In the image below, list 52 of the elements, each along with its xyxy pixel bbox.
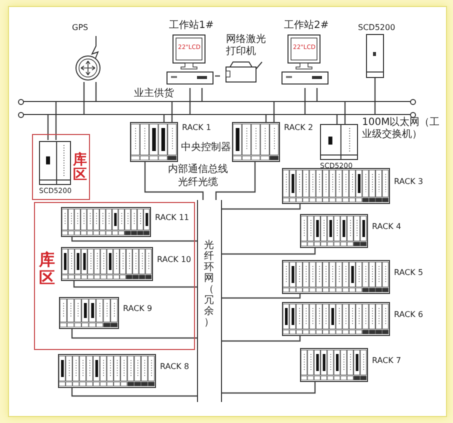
connector-line [47,114,49,140]
connector-line [222,204,301,210]
connector-line [222,382,316,394]
rack-label: RACK 10 [157,256,192,264]
rack-label: RACK 2 [284,124,314,132]
connector-line [316,88,318,102]
node-label: 工作站2# [284,20,329,32]
ring-label: 光纤环网（冗余） [204,240,214,328]
bus-label: 业主供货 [134,88,174,100]
zone-frame [32,134,90,200]
node-label: 工作站1# [169,20,214,32]
rack-label: RACK 5 [394,269,424,277]
rack-label: RACK 11 [155,214,190,222]
zone-frame [34,202,195,350]
connector-line [189,88,191,114]
text-label: 内部通信总线 [168,164,228,175]
connector-line [55,102,57,140]
connector-line [222,336,301,342]
rack-label: RACK 7 [372,357,402,365]
text-label: 光纤光缆 [178,177,218,188]
connector-line [83,82,85,114]
node-label: SCD5200 [358,24,396,32]
connector-line [344,102,346,124]
rack-label: RACK 6 [394,311,424,319]
rack-label: RACK 1 [182,124,212,132]
connector-line [222,294,301,299]
zone-label: 库区 [73,153,87,184]
connector-line [304,88,306,114]
connector-line [71,236,197,242]
zone-label: 库区 [39,251,55,286]
connector-line [273,102,275,122]
node-label: GPS [72,24,88,32]
connector-line [71,388,197,397]
rack-label: RACK 9 [123,305,152,313]
rack-label: RACK 8 [160,363,190,371]
rack-label: RACK 4 [372,223,402,231]
connector-line [95,82,97,102]
connector-line [201,88,203,102]
rack-label: RACK 3 [394,178,424,186]
connector-line [171,102,173,122]
connector-line [73,280,197,288]
node-label: 网络激光打印机 [226,34,267,57]
connector-line [144,162,204,200]
connector-line [336,114,338,124]
bus-label: 100M以太网（工业级交换机） [362,117,440,140]
connector-line [71,328,197,339]
connector-line [222,248,316,255]
connector-line [374,78,376,114]
connector-line [215,75,220,77]
connector-line [215,162,256,200]
text-label: 中央控制器 [181,142,231,153]
fiber-ring [197,200,222,402]
